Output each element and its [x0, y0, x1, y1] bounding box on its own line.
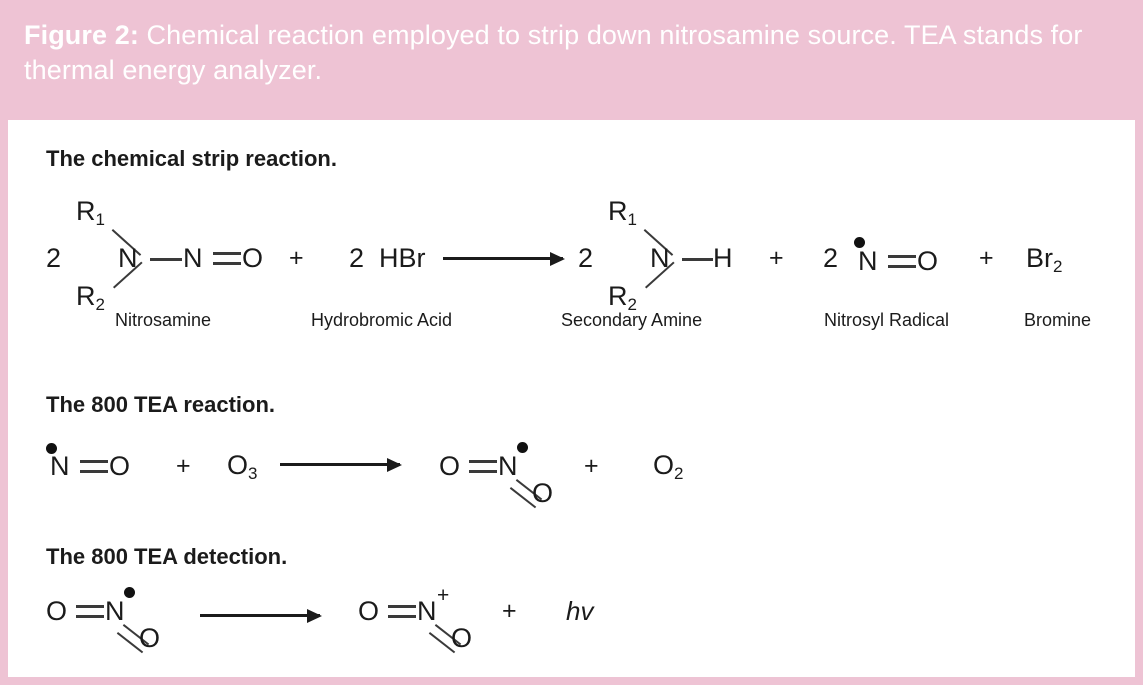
formula-oxygen: O2 [653, 450, 684, 484]
r2-no2-o-down: O [532, 478, 554, 508]
bond-r2-no2-upper [469, 460, 497, 463]
bond-n-o-double-upper [213, 252, 241, 255]
plus-sign-r2-2: + [584, 452, 599, 480]
formula-ozone: O3 [227, 450, 258, 484]
r2-no2-o-left: O [439, 451, 461, 481]
figure-caption-label: Figure 2: [24, 20, 139, 50]
formula-bromine: Br2 [1026, 243, 1063, 277]
r3-cation-charge: + [437, 584, 450, 607]
bond-r3-no2-lower [76, 615, 104, 618]
r2-no2-n: N [498, 451, 518, 481]
amine-h: H [713, 243, 733, 273]
bond-r3-cation-lower [388, 615, 416, 618]
label-secondary-amine: Secondary Amine [561, 310, 703, 330]
nitrosamine-n-nitroso: N [183, 243, 203, 273]
radical-dot-icon-nitrosyl [854, 237, 865, 248]
section-title-tea-reaction: The 800 TEA reaction. [46, 392, 276, 417]
section-title-tea-detection: The 800 TEA detection. [46, 544, 288, 569]
label-hydrobromic-acid: Hydrobromic Acid [311, 310, 453, 330]
r3-cation-o-left: O [358, 596, 380, 626]
r3-cation-n: N [417, 596, 437, 626]
amine-r1: R1 [608, 196, 637, 230]
plus-sign-2: + [769, 244, 784, 272]
figure-caption-text: Figure 2: Chemical reaction employed to … [24, 18, 1117, 88]
r3-no2-n: N [105, 596, 125, 626]
bond-n-n-single [150, 258, 182, 261]
bond-nitrosyl-double-lower [888, 265, 916, 268]
r2-nitrosyl-o: O [109, 451, 131, 481]
bond-r2-nitrosyl-lower [80, 470, 108, 473]
bond-r2-nitrosyl-upper [80, 460, 108, 463]
coefficient-nitrosamine: 2 [46, 243, 62, 273]
reaction-arrow-3 [200, 608, 322, 623]
plus-sign-r3: + [502, 597, 517, 625]
nitrosyl-n: N [858, 246, 878, 276]
bond-n-h-single [682, 258, 713, 261]
amine-n-center: N [650, 243, 670, 273]
coefficient-amine: 2 [578, 243, 594, 273]
nitrosyl-o: O [917, 246, 939, 276]
coefficient-hbr: 2 [349, 243, 365, 273]
r2-nitrosyl-n: N [50, 451, 70, 481]
reaction-arrow-2 [280, 457, 402, 472]
plus-sign-1: + [289, 244, 304, 272]
bond-r3-no2-upper [76, 605, 104, 608]
label-nitrosyl-radical: Nitrosyl Radical [824, 310, 950, 330]
label-nitrosamine: Nitrosamine [115, 310, 212, 330]
bond-r3-cation-upper [388, 605, 416, 608]
label-bromine: Bromine [1024, 310, 1092, 330]
amine-r2: R2 [608, 281, 637, 315]
reaction-arrow-1 [443, 251, 565, 266]
radical-dot-icon-r3-no2 [124, 587, 135, 598]
nitrosamine-o: O [242, 243, 264, 273]
radical-dot-icon-r2-nitrosyl [46, 443, 57, 454]
figure-content-panel: The chemical strip reaction. 2 R1 R2 N N… [8, 120, 1135, 677]
r3-no2-o-left: O [46, 596, 68, 626]
nitrosamine-r2: R2 [76, 281, 105, 315]
coefficient-nitrosyl: 2 [823, 243, 839, 273]
formula-hbr: HBr [379, 243, 426, 273]
bond-nitrosyl-double-upper [888, 255, 916, 258]
nitrosamine-n-center: N [118, 243, 138, 273]
figure-caption-body: Chemical reaction employed to strip down… [24, 20, 1091, 85]
radical-dot-icon-r2-no2 [517, 442, 528, 453]
nitrosamine-r1: R1 [76, 196, 105, 230]
r3-cation-o-down: O [451, 623, 473, 653]
plus-sign-3: + [979, 244, 994, 272]
bond-n-o-double-lower [213, 262, 241, 265]
plus-sign-r2-1: + [176, 452, 191, 480]
photon-symbol: hv [566, 596, 594, 626]
bond-r2-no2-lower [469, 470, 497, 473]
section-title-chemical-strip: The chemical strip reaction. [46, 146, 337, 171]
r3-no2-o-down: O [139, 623, 161, 653]
figure-caption-band: Figure 2: Chemical reaction employed to … [0, 0, 1143, 120]
